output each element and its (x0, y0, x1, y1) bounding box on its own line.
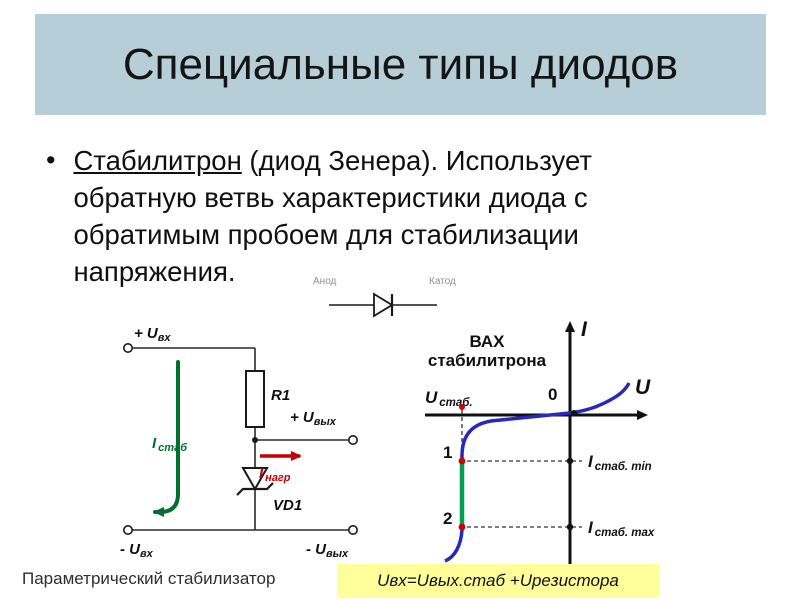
u-out-minus-main: - U (306, 541, 327, 558)
node-dot (252, 437, 258, 443)
u-in-minus-main: - U (120, 541, 141, 558)
title-bar: Специальные типы диодов (35, 14, 766, 115)
diode-symbol-figure: Анод Катод (313, 276, 456, 318)
point-2-label: 2 (443, 509, 452, 528)
circuit-wiring (132, 347, 349, 531)
i-max-axis-dot (566, 523, 574, 531)
i-stab-max-sub: стаб. max (595, 527, 655, 539)
bullet-term: Стабилитрон (73, 145, 242, 176)
point-2-dot (458, 523, 466, 531)
stab-current-arrow (153, 360, 180, 517)
u-in-plus-main: + U (134, 325, 159, 342)
u-out-plus-main: + U (290, 409, 315, 426)
u-out-plus-label: + Uвых (290, 409, 337, 428)
terminal-out-plus (348, 435, 359, 446)
anode-label: Анод (313, 276, 337, 287)
i-stab-sub: стаб (158, 442, 188, 454)
u-in-minus-label: - Uвх (120, 541, 154, 560)
u-stab-sub: стаб. (439, 397, 472, 409)
i-load-main: I (259, 465, 264, 482)
resistor-r1 (245, 370, 265, 428)
i-stab-min-sub: стаб. min (595, 461, 652, 473)
vax-curve (444, 382, 631, 563)
formula-highlight: Uвх=Uвых.стаб +Uрезистора (337, 564, 659, 597)
terminal-in-minus (123, 525, 133, 536)
point-1-dot (458, 457, 466, 465)
origin-dot (571, 410, 577, 416)
cathode-label: Катод (429, 276, 456, 287)
i-stab-max-main: I (588, 518, 594, 537)
resistor-label: R1 (271, 387, 290, 404)
i-min-axis-dot (566, 457, 574, 465)
terminal-out-minus (348, 525, 359, 536)
terminal-in-plus (123, 342, 133, 353)
diode-label: VD1 (273, 497, 302, 514)
graph-title-line2: стабилитрона (428, 351, 547, 370)
u-out-minus-sub: вых (326, 548, 349, 560)
bullet-text: Стабилитрон (диод Зенера). Использует об… (73, 142, 688, 290)
bullet-rest: (диод Зенера). Использует обратную ветвь… (73, 145, 592, 287)
u-stab-main: U (425, 388, 438, 407)
bullet-marker: • (46, 145, 56, 175)
footer-caption: Параметрический стабилизатор (22, 569, 276, 588)
i-axis-label: I (581, 318, 588, 341)
zener-bar (236, 482, 274, 496)
u-out-plus-sub: вых (314, 416, 337, 428)
graph-title-line1: ВАХ (469, 332, 505, 351)
u-stab-marker-dot (459, 404, 465, 410)
zener-diode-vd1 (236, 467, 274, 496)
page-title: Специальные типы диодов (122, 39, 679, 89)
i-load-sub: нагр (265, 472, 291, 484)
i-stab-min-main: I (588, 452, 594, 471)
diode-symbol-icon (329, 292, 437, 318)
u-in-plus-label: + Uвх (134, 325, 171, 344)
u-axis-label: U (635, 376, 651, 399)
diode-triangle (373, 292, 394, 318)
origin-label: 0 (548, 385, 557, 404)
u-out-minus-label: - Uвых (306, 541, 349, 560)
u-in-minus-sub: вх (140, 548, 154, 560)
u-in-plus-sub: вх (158, 332, 172, 344)
point-1-label: 1 (443, 443, 452, 462)
zener-triangle (241, 467, 269, 492)
bullet-item: • Стабилитрон (диод Зенера). Использует … (46, 142, 698, 290)
i-stab-main: I (152, 435, 157, 452)
